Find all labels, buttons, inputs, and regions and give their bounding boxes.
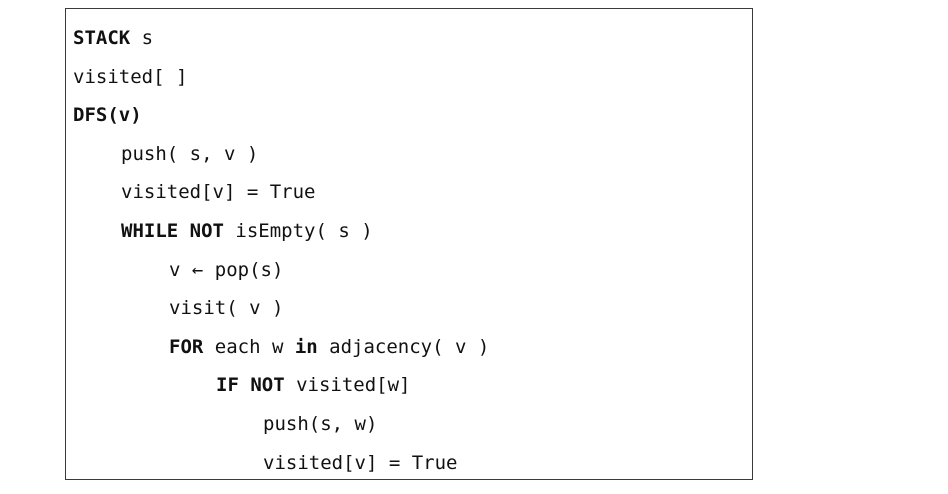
code-text: visited[w] [284,374,411,396]
code-line-visit: visit( v ) [73,293,283,323]
keyword-stack: STACK [73,27,131,49]
code-text: each w [203,336,295,358]
keyword-dfs: DFS(v) [73,104,142,126]
keyword-not: NOT [178,220,224,242]
code-line-visited-v-true: visited[v] = True [73,177,315,207]
code-text: isEmpty( s ) [223,220,373,242]
code-line-visited-decl: visited[ ] [73,62,187,92]
code-text: visited[v] = True [121,181,316,203]
keyword-while: WHILE [121,220,179,242]
code-text: visit( v ) [169,297,284,319]
code-line-push-w: push(s, w) [73,409,377,439]
code-text: adjacency( v ) [317,336,490,358]
keyword-not: NOT [238,374,285,396]
code-line-dfs-header: DFS(v) [73,100,142,130]
code-text: v ← pop(s) [169,259,284,281]
code-line-pop: v ← pop(s) [73,255,283,285]
code-text: visited[ ] [73,66,188,88]
code-line-for: FOR each w in adjacency( v ) [73,332,489,362]
code-line-visited-v-true-inner: visited[v] = True [73,448,457,478]
code-text: push( s, v ) [121,143,259,165]
keyword-in: in [294,336,318,358]
keyword-if: IF [216,374,239,396]
code-line-while: WHILE NOT isEmpty( s ) [73,216,373,246]
code-line-if: IF NOT visited[w] [73,370,411,400]
code-text: visited[v] = True [263,452,458,474]
code-line-push-v: push( s, v ) [73,139,258,169]
code-line-stack: STACK s [73,23,153,53]
pseudocode-box: STACK s visited[ ] DFS(v) push( s, v ) v… [65,8,753,480]
keyword-for: FOR [169,336,204,358]
code-text: s [130,27,154,49]
code-text: push(s, w) [263,413,378,435]
